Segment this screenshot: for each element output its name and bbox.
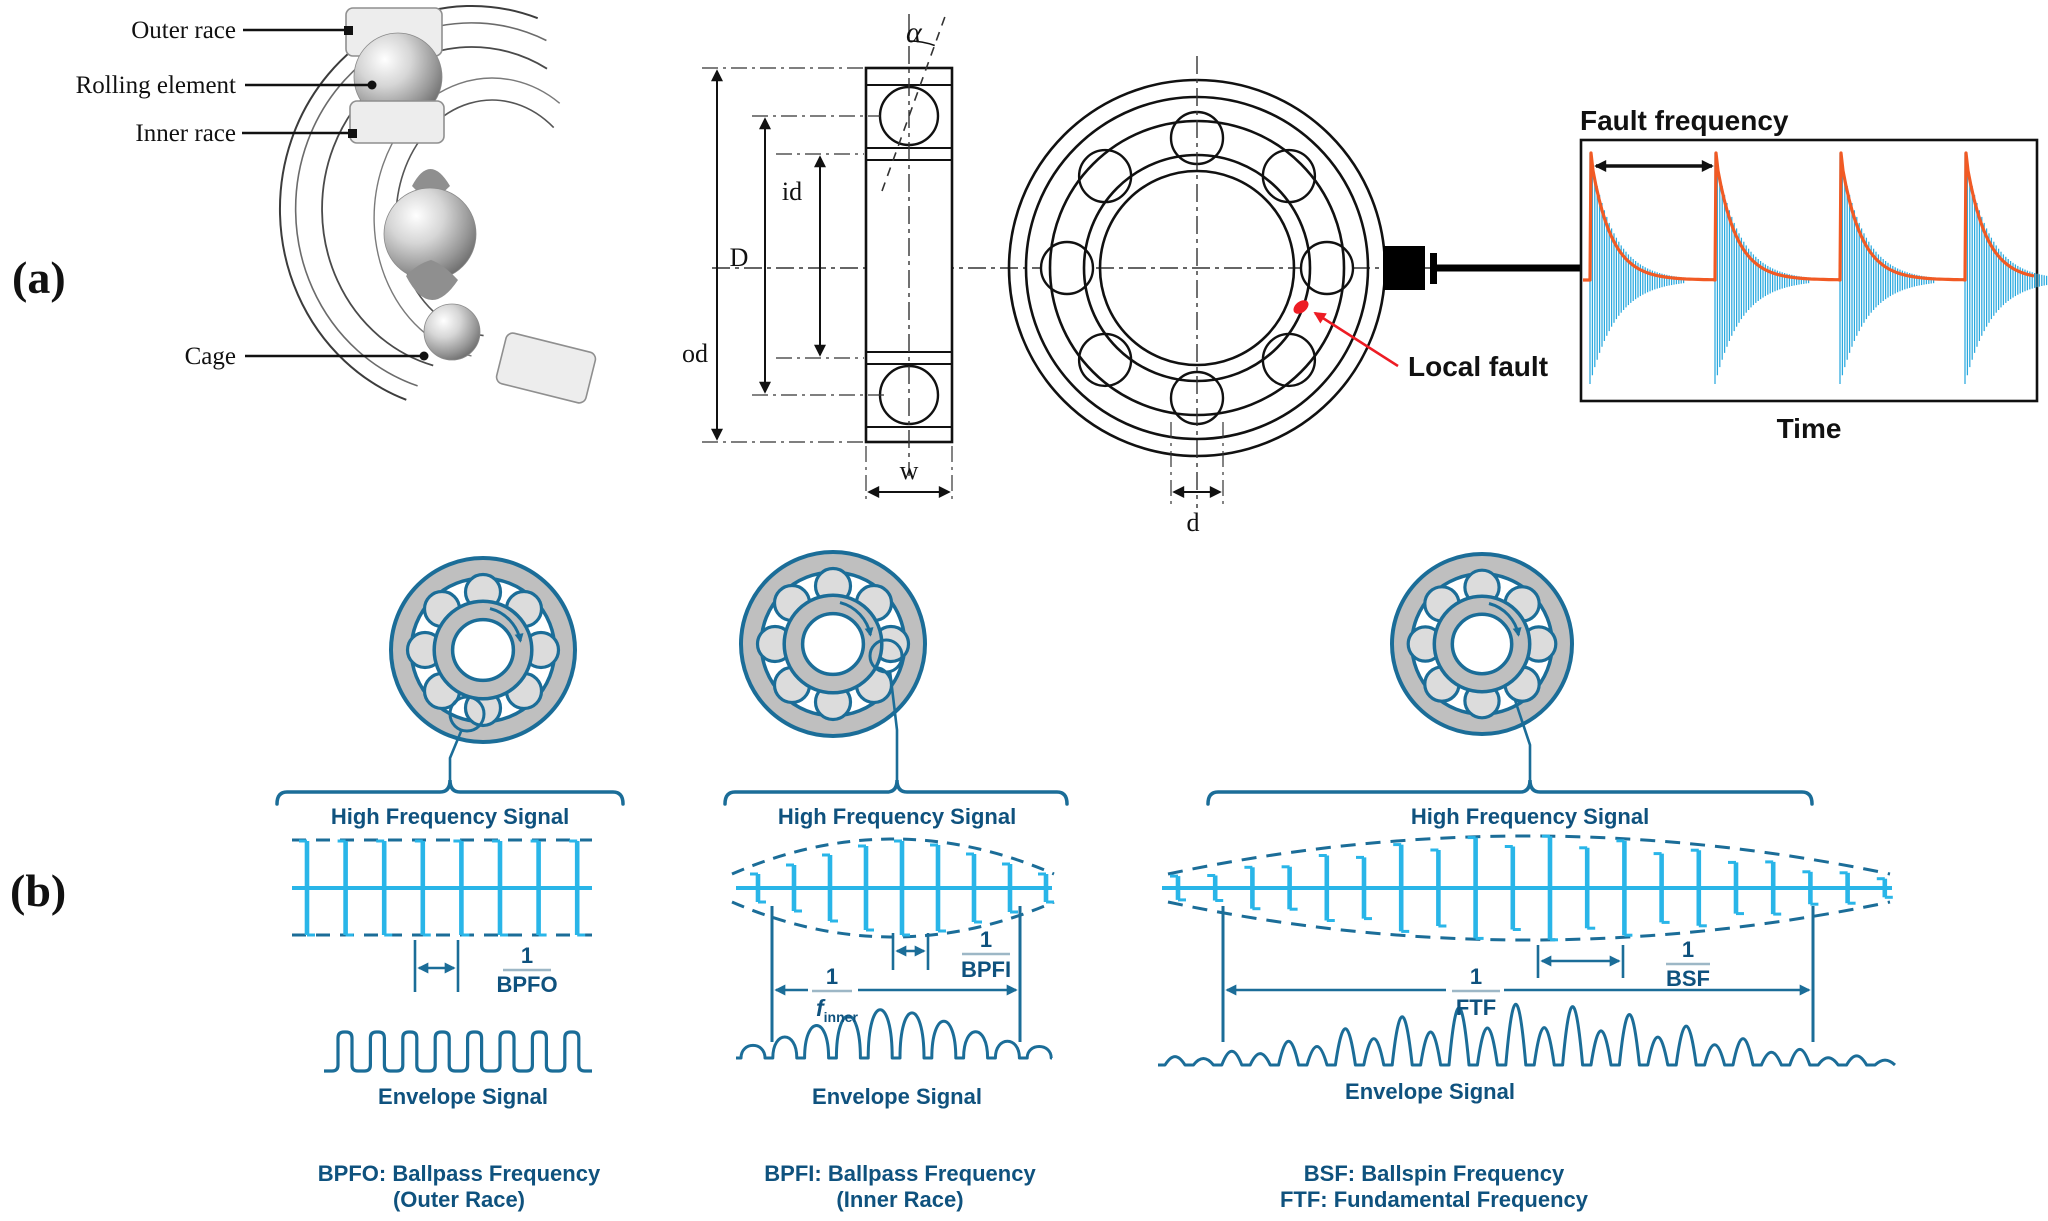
race-section-bottom <box>495 332 597 404</box>
bpfo-waveform <box>292 838 592 1073</box>
bsf-frac-num: 1 <box>1682 937 1694 962</box>
bpfo-frac-num: 1 <box>521 943 533 968</box>
bpfo-fault-circle <box>448 695 486 733</box>
fault-callouts <box>448 638 1532 784</box>
cage-lower <box>406 260 458 301</box>
inner-race-label: Inner race <box>135 120 236 147</box>
od-label: od <box>682 339 708 368</box>
contact-angle-arc <box>908 40 935 47</box>
bpfi-callout-line <box>888 670 899 784</box>
bsf-callout-line <box>1513 699 1532 784</box>
alpha-label: α <box>906 16 923 49</box>
panel-b-label: (b) <box>10 865 66 916</box>
bpfi-env-label: Envelope Signal <box>812 1084 982 1109</box>
bsf-period-marker <box>1536 945 1625 978</box>
bpfo-callout-line <box>448 728 464 784</box>
bpfi-finner-marker <box>770 906 1022 1042</box>
bsf-long-num: 1 <box>1470 964 1482 989</box>
bpfi-period-marker <box>891 933 930 970</box>
fault-frequency-plot: Fault frequency Time <box>1579 105 2048 444</box>
bpfi-caption-1: BPFI: Ballpass Frequency <box>764 1161 1036 1186</box>
bsf-frac-den: BSF <box>1666 966 1710 991</box>
bpfi-frac-den: BPFI <box>961 957 1011 982</box>
bpfi-fault-circle <box>868 638 904 674</box>
bpfo-hfs-label: High Frequency Signal <box>331 804 569 829</box>
bpfi-frac-num: 1 <box>980 927 992 952</box>
extension-lines <box>702 67 953 500</box>
bsf-caption-2: FTF: Fundamental Frequency <box>1280 1187 1589 1212</box>
plot-series <box>1583 151 2048 384</box>
bsf-caption-1: BSF: Ballspin Frequency <box>1304 1161 1565 1186</box>
d-label: d <box>1187 508 1200 537</box>
bearing-3d-cutaway <box>278 4 597 404</box>
bpfi-caption-2: (Inner Race) <box>836 1187 963 1212</box>
local-fault-label: Local fault <box>1408 351 1548 382</box>
local-fault-arrow <box>1313 311 1399 368</box>
w-label: w <box>900 456 919 485</box>
dimension-arrows <box>711 69 951 498</box>
plot-frame <box>1579 138 2039 403</box>
outer-race-label: Outer race <box>131 17 236 44</box>
inner-race-section <box>349 100 445 144</box>
bearing-front-view: d Local fault <box>1007 56 1583 537</box>
plot-xlabel: Time <box>1777 413 1842 444</box>
bsf-long-den: FTF <box>1456 995 1496 1020</box>
panel-a-label: (a) <box>12 252 66 303</box>
bpfo-period-marker <box>413 940 460 992</box>
plot-title: Fault frequency <box>1580 105 1789 136</box>
local-fault-dot <box>1293 300 1309 314</box>
rolling-element-label: Rolling element <box>76 72 236 99</box>
bpfi-hfs-label: High Frequency Signal <box>778 804 1016 829</box>
bsf-env-label: Envelope Signal <box>1345 1079 1515 1104</box>
bpfo-caption-1: BPFO: Ballpass Frequency <box>318 1161 601 1186</box>
sensor-connector <box>1430 253 1437 284</box>
cutaway-labels: Outer race Rolling element Inner race Ca… <box>76 17 429 370</box>
sensor-block <box>1383 246 1425 290</box>
braces <box>275 779 1814 806</box>
bpfo-frac-den: BPFO <box>496 972 557 997</box>
bsf-hfs-label: High Frequency Signal <box>1411 804 1649 829</box>
bpfo-caption-2: (Outer Race) <box>393 1187 525 1212</box>
d-extension-lines <box>1170 422 1224 506</box>
bpfi-long-num: 1 <box>826 964 838 989</box>
bsf-ftf-marker <box>1221 906 1815 1042</box>
fault-bearings <box>389 550 1574 744</box>
bpfo-env-label: Envelope Signal <box>378 1084 548 1109</box>
cage-label: Cage <box>185 343 236 370</box>
bpfi-long-den: finner <box>816 995 858 1025</box>
D-label: D <box>730 243 749 272</box>
bsf-waveform <box>1158 834 1897 1067</box>
bearing-cross-section: α od D id w <box>682 10 954 500</box>
id-label: id <box>782 177 802 206</box>
